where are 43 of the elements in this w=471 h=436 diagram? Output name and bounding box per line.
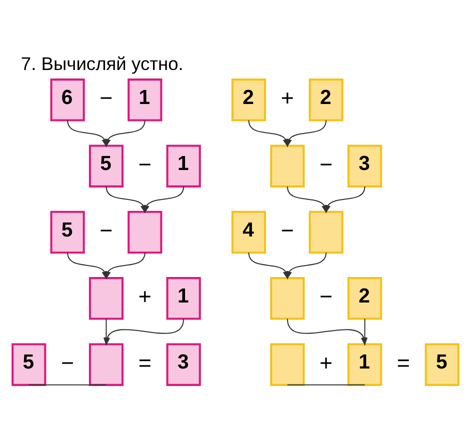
node-box: 1 (347, 343, 382, 386)
label: + (280, 86, 294, 111)
label: + (320, 350, 333, 376)
node-box: 1 (128, 78, 162, 122)
arrow (286, 252, 327, 280)
node-box: 5 (12, 343, 46, 386)
label: = (138, 350, 152, 376)
node-box (270, 144, 305, 188)
node-box: 3 (166, 343, 201, 386)
node-box: 4 (231, 210, 266, 254)
node-box: 1 (166, 277, 201, 320)
node-box: 6 (50, 78, 85, 122)
node-box (88, 277, 124, 320)
node-box: 2 (347, 277, 382, 320)
node-box: 5 (424, 343, 460, 386)
arrow (325, 186, 366, 214)
arrow (144, 186, 184, 214)
node-box (88, 343, 124, 386)
connector (287, 384, 365, 386)
node-box (270, 343, 305, 386)
node-box (128, 210, 162, 254)
node-box: 3 (347, 144, 382, 188)
arrow (105, 120, 146, 148)
label: − (61, 350, 74, 376)
label: + (138, 284, 152, 310)
node-box (308, 210, 344, 254)
label: − (138, 152, 152, 177)
label: − (100, 86, 113, 111)
diagram-title: 7. Вычисляй устно. (20, 52, 184, 74)
node-box: 5 (50, 210, 85, 254)
connector (28, 384, 106, 386)
node-box (270, 277, 305, 320)
label: − (320, 284, 333, 310)
node-box: 5 (88, 144, 124, 188)
arrow (105, 252, 146, 280)
label: = (396, 350, 410, 376)
label: − (100, 218, 113, 243)
node-box: 2 (308, 78, 344, 122)
label: − (280, 218, 294, 243)
node-box: 2 (231, 78, 266, 122)
node-box: 1 (166, 144, 201, 188)
arrow (286, 120, 327, 148)
label: − (320, 152, 333, 177)
